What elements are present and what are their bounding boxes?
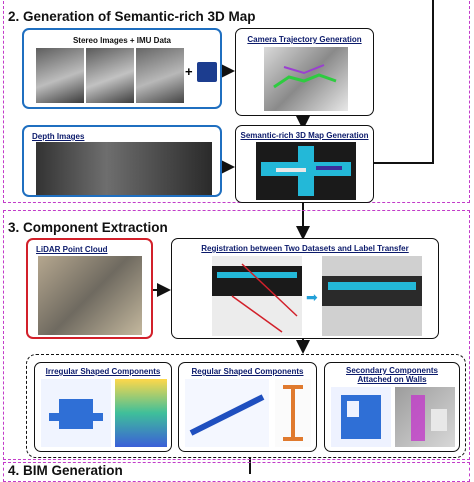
regular-title: Regular Shaped Components	[191, 367, 304, 376]
section-semantic-map	[3, 0, 470, 203]
registration-image-left	[212, 256, 302, 336]
section-title-4: 4. BIM Generation	[8, 463, 123, 478]
secondary-image-left	[331, 387, 391, 447]
plus-icon: +	[185, 64, 193, 79]
registration-box: Registration between Two Datasets and La…	[171, 238, 439, 339]
regular-components-box: Regular Shaped Components	[178, 362, 317, 452]
irregular-title: Irregular Shaped Components	[45, 367, 161, 376]
lidar-image	[38, 256, 142, 335]
depth-images-box: Depth Images	[22, 125, 222, 197]
registration-title: Registration between Two Datasets and La…	[201, 244, 409, 253]
stereo-image-right	[86, 48, 134, 103]
trajectory-image	[264, 47, 348, 111]
secondary-image-right	[395, 387, 455, 447]
depth-images-title: Depth Images	[32, 132, 85, 141]
regular-image-left	[185, 379, 269, 447]
stereo-image-left	[36, 48, 84, 103]
flow-arrow-icon: ➡	[306, 289, 318, 305]
irregular-image-right	[115, 379, 167, 447]
stereo-imu-title: Stereo Images + IMU Data	[72, 36, 172, 45]
registration-image-right	[322, 256, 422, 336]
section-component-extraction	[3, 210, 470, 460]
depth-image	[36, 142, 212, 195]
stereo-imu-box: Stereo Images + IMU Data +	[22, 28, 222, 109]
semantic-map-image	[256, 142, 356, 200]
secondary-title-line1: Secondary Components	[345, 366, 438, 375]
components-group	[26, 354, 466, 458]
section-title-2: 2. Generation of Semantic-rich 3D Map	[8, 9, 256, 24]
lidar-box: LiDAR Point Cloud	[26, 238, 153, 339]
camera-trajectory-box: Camera Trajectory Generation	[235, 28, 374, 116]
secondary-title-line2: Attached on Walls	[357, 375, 427, 384]
stereo-image-third	[136, 48, 184, 103]
section-title-3: 3. Component Extraction	[8, 220, 168, 235]
lidar-title: LiDAR Point Cloud	[36, 245, 108, 254]
feedback-arrow	[360, 0, 434, 170]
camera-trajectory-title: Camera Trajectory Generation	[247, 35, 362, 44]
semantic-map-box: Semantic-rich 3D Map Generation	[235, 125, 374, 203]
imu-sensor-icon	[197, 62, 217, 82]
irregular-components-box: Irregular Shaped Components	[34, 362, 172, 452]
regular-image-right	[275, 379, 311, 447]
semantic-map-title: Semantic-rich 3D Map Generation	[240, 131, 369, 140]
irregular-image-left	[41, 379, 111, 447]
secondary-components-box: Secondary Components Attached on Walls	[324, 362, 460, 452]
